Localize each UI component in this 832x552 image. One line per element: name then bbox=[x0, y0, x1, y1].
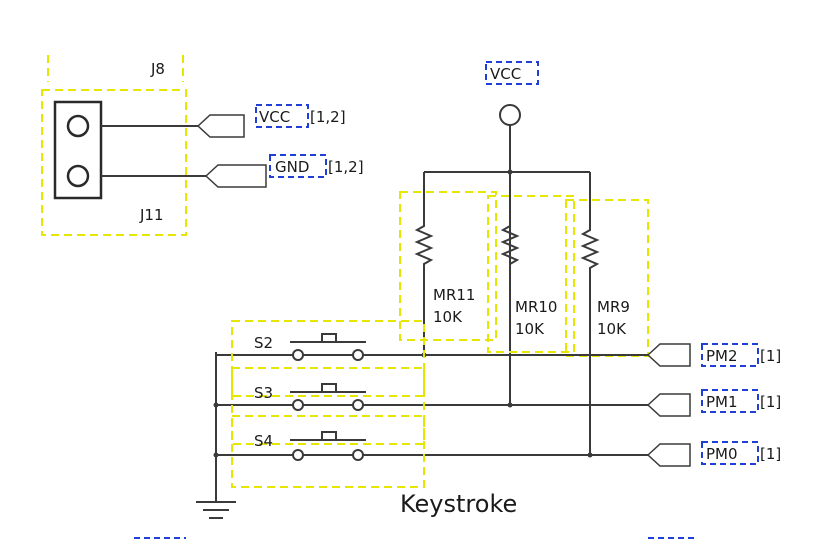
pm0-junction bbox=[587, 452, 593, 458]
mr10-ref: MR10 bbox=[515, 298, 557, 316]
vcc-power-symbol: VCC bbox=[485, 61, 539, 126]
vcc-terminal bbox=[499, 104, 521, 126]
header-pin-2 bbox=[66, 164, 90, 188]
push-button-s3: S3 bbox=[254, 383, 366, 411]
switch-area bbox=[231, 320, 425, 488]
header-pin-1 bbox=[66, 114, 90, 138]
pm1-junction bbox=[507, 402, 513, 408]
resistor-mr10: MR10 10K bbox=[487, 195, 575, 353]
net-port-gnd: GND [1,2] bbox=[204, 154, 364, 188]
resistor-mr9: MR9 10K bbox=[565, 172, 649, 455]
j11-outline bbox=[41, 89, 187, 236]
push-button-s2: S2 bbox=[254, 333, 366, 361]
pm1-net-name: PM1 bbox=[706, 393, 738, 411]
gnd-net-name: GND bbox=[275, 158, 309, 176]
pm0-net-box bbox=[701, 441, 759, 465]
net-port-pm1: PM1 [1] bbox=[646, 389, 781, 417]
pm1-net-ref: [1] bbox=[760, 393, 781, 411]
mr9-value: 10K bbox=[597, 320, 627, 338]
pm2-net-name: PM2 bbox=[706, 347, 738, 365]
ground-junction-2 bbox=[213, 452, 219, 458]
mr9-symbol bbox=[580, 172, 600, 455]
mr10-outline bbox=[487, 195, 575, 353]
pm1-net-box bbox=[701, 389, 759, 413]
pm0-net-ref: [1] bbox=[760, 445, 781, 463]
mr10-value: 10K bbox=[515, 320, 545, 338]
s3-outline bbox=[231, 367, 425, 397]
s2-label: S2 bbox=[254, 334, 273, 352]
connector-j11: J8 J11 bbox=[41, 55, 187, 236]
gnd-net-box bbox=[269, 154, 327, 178]
resistor-mr11: MR11 10K bbox=[399, 172, 497, 355]
pm2-net-box bbox=[701, 343, 759, 367]
pm2-net-ref: [1] bbox=[760, 347, 781, 365]
ground-symbol bbox=[196, 501, 236, 519]
rail-junction bbox=[507, 169, 513, 175]
gnd-net-ref: [1,2] bbox=[328, 158, 364, 176]
mr11-value: 10K bbox=[433, 308, 463, 326]
net-port-vcc: VCC [1,2] bbox=[196, 104, 346, 138]
mr11-outline bbox=[399, 191, 497, 341]
s4-outline bbox=[231, 415, 425, 445]
ground-junction-1 bbox=[213, 402, 219, 408]
vcc-net-name: VCC bbox=[259, 108, 290, 126]
mr10-symbol bbox=[500, 225, 520, 265]
diagram-caption: Keystroke bbox=[400, 490, 517, 518]
net-port-pm2: PM2 [1] bbox=[646, 343, 781, 367]
j8-label: J8 bbox=[150, 60, 165, 78]
switches-outline bbox=[231, 320, 425, 488]
net-port-pm0: PM0 [1] bbox=[646, 441, 781, 467]
s4-label: S4 bbox=[254, 432, 273, 450]
pm0-net-name: PM0 bbox=[706, 445, 738, 463]
mr11-ref: MR11 bbox=[433, 286, 475, 304]
vcc-net-ref: [1,2] bbox=[310, 108, 346, 126]
vcc-top-box bbox=[485, 61, 539, 85]
vcc-net-box bbox=[255, 104, 309, 128]
j11-label: J11 bbox=[139, 206, 164, 224]
vcc-top-label: VCC bbox=[490, 65, 521, 83]
s3-label: S3 bbox=[254, 384, 273, 402]
push-button-s4: S4 bbox=[254, 431, 366, 461]
mr11-symbol bbox=[414, 172, 434, 355]
header-body bbox=[53, 100, 103, 200]
mr9-ref: MR9 bbox=[597, 298, 630, 316]
